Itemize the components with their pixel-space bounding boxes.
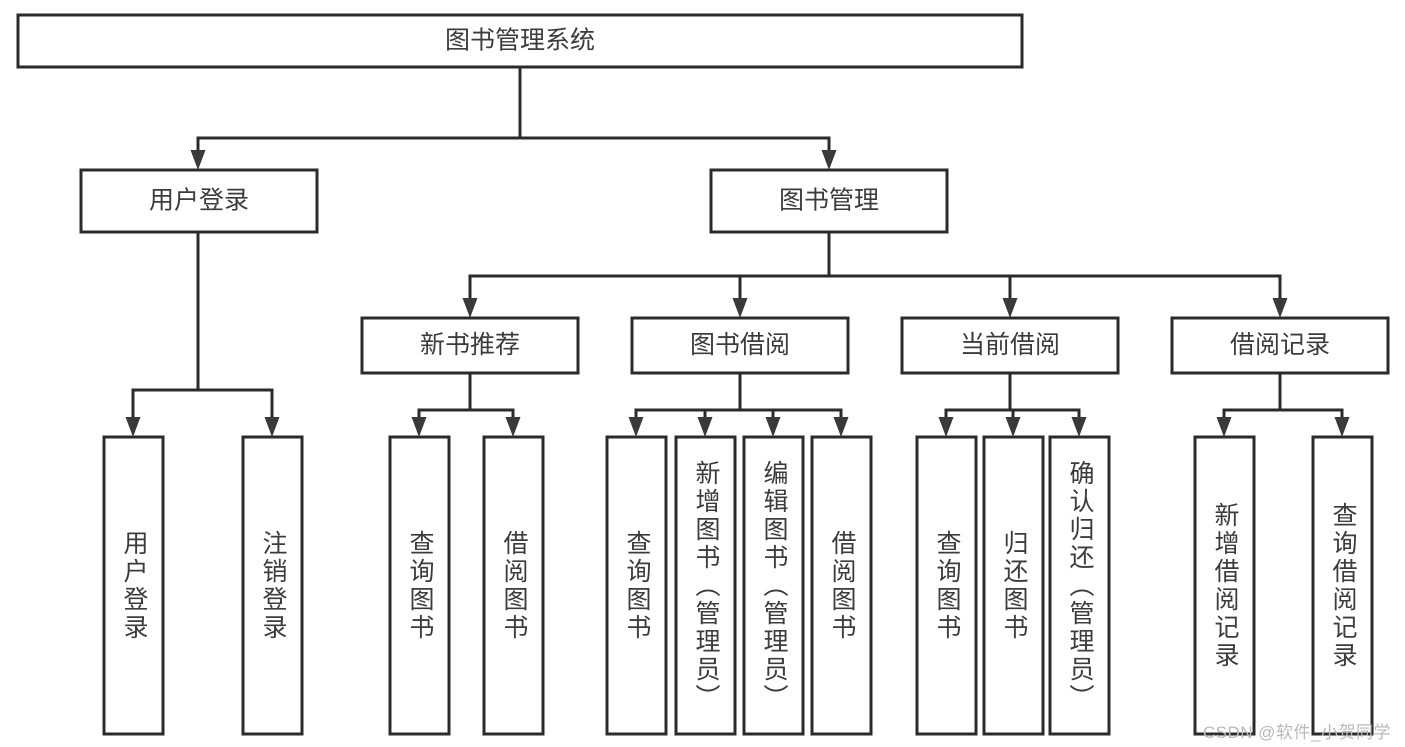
leaf-node-box[interactable] bbox=[915, 435, 978, 736]
boxes-layer bbox=[16, 13, 1390, 736]
arrow-head-icon bbox=[411, 417, 427, 437]
connector-group-borrow-to-leaves bbox=[628, 371, 849, 437]
arrow-head-icon bbox=[462, 298, 478, 318]
arrow-head-icon bbox=[1071, 417, 1087, 437]
arrow-head-icon bbox=[505, 417, 521, 437]
arrow-head-icon bbox=[821, 150, 837, 170]
arrow-head-icon bbox=[1002, 298, 1018, 318]
arrow-head-icon bbox=[833, 417, 849, 437]
csdn-watermark: CSDN @软件_小贺同学 bbox=[1202, 723, 1391, 742]
arrow-head-icon bbox=[1216, 417, 1232, 437]
leaf-node-box[interactable] bbox=[482, 435, 545, 736]
arrow-head-icon bbox=[1272, 298, 1288, 318]
leaf-node-box[interactable] bbox=[1193, 435, 1256, 736]
leaf-node-box[interactable] bbox=[605, 435, 668, 736]
connector-group-newbook-to-leaves bbox=[411, 371, 521, 437]
arrow-head-icon bbox=[732, 298, 748, 318]
arrow-head-icon bbox=[125, 417, 141, 437]
level3-node-box[interactable] bbox=[1170, 316, 1390, 375]
leaf-node-box[interactable] bbox=[241, 435, 304, 736]
leaf-node-box[interactable] bbox=[810, 435, 873, 736]
level3-node-label: 当前借阅 bbox=[960, 331, 1060, 359]
connector-group-book-mgmt-to-level3 bbox=[462, 230, 1288, 318]
connectors-layer bbox=[125, 65, 1350, 437]
level2-node-label: 用户登录 bbox=[149, 187, 249, 215]
connector-group-user-login-to-leaves bbox=[125, 230, 280, 437]
arrow-head-icon bbox=[938, 417, 954, 437]
arrow-head-icon bbox=[697, 417, 713, 437]
connector-group-records-to-leaves bbox=[1216, 371, 1350, 437]
level3-node-box[interactable] bbox=[630, 316, 850, 375]
level3-node-box[interactable] bbox=[900, 316, 1120, 375]
arrow-head-icon bbox=[1334, 417, 1350, 437]
root-node-label: 图书管理系统 bbox=[445, 27, 595, 55]
arrow-head-icon bbox=[264, 417, 280, 437]
leaf-node-box[interactable] bbox=[1048, 435, 1111, 736]
leaf-node-box[interactable] bbox=[1311, 435, 1374, 736]
leaf-node-box[interactable] bbox=[388, 435, 451, 736]
leaf-node-box[interactable] bbox=[982, 435, 1045, 736]
level2-node-label: 图书管理 bbox=[779, 187, 879, 215]
leaf-node-box[interactable] bbox=[674, 435, 737, 736]
connector-group-root-to-level2 bbox=[190, 65, 837, 170]
level3-node-label: 新书推荐 bbox=[420, 331, 520, 359]
leaf-node-box[interactable] bbox=[742, 435, 805, 736]
level3-node-label: 图书借阅 bbox=[690, 331, 790, 359]
arrow-head-icon bbox=[765, 417, 781, 437]
level3-node-box[interactable] bbox=[360, 316, 580, 375]
root-node-box[interactable] bbox=[16, 13, 1024, 69]
arrow-head-icon bbox=[1005, 417, 1021, 437]
arrow-head-icon bbox=[628, 417, 644, 437]
level2-node-box[interactable] bbox=[79, 168, 319, 234]
connector-group-current-to-leaves bbox=[938, 371, 1087, 437]
level3-node-label: 借阅记录 bbox=[1230, 331, 1330, 359]
leaf-node-box[interactable] bbox=[102, 435, 165, 736]
level2-node-box[interactable] bbox=[709, 168, 949, 234]
arrow-head-icon bbox=[190, 150, 206, 170]
